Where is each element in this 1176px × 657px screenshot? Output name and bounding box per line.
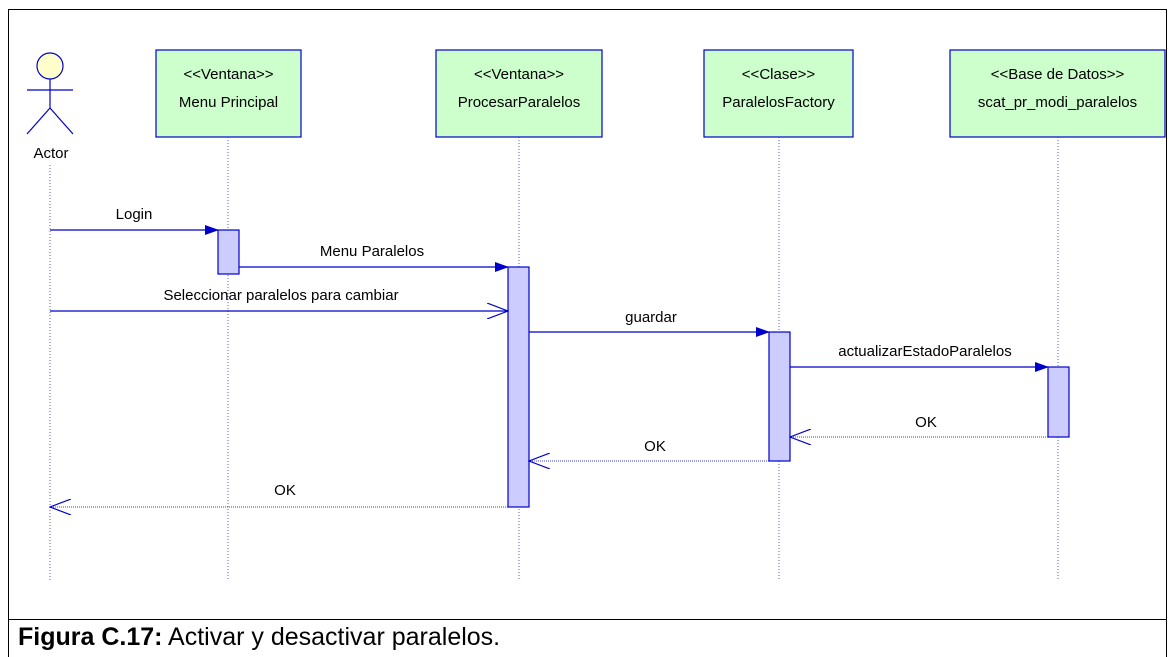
lifeline-stereotype: <<Ventana>> [183, 66, 273, 83]
lifeline-name: ProcesarParalelos [458, 94, 581, 111]
activation-base-de-datos [1047, 366, 1070, 438]
message-label-guardar: guardar [625, 309, 677, 326]
actor-figure [26, 52, 74, 135]
message-label-actualizar: actualizarEstadoParalelos [838, 343, 1011, 360]
lifeline-stereotype: <<Clase>> [742, 66, 816, 83]
return-label-db: OK [915, 414, 937, 431]
lifeline-stereotype: <<Ventana>> [474, 66, 564, 83]
return-label-factory: OK [644, 438, 666, 455]
message-label-seleccionar: Seleccionar paralelos para cambiar [163, 287, 398, 304]
caption-text: Activar y desactivar paralelos. [162, 623, 501, 651]
caption-prefix: Figura C.17: [18, 623, 163, 651]
lifeline-name: ParalelosFactory [722, 94, 835, 111]
actor-head [36, 52, 64, 80]
lifeline-base-de-datos: <<Base de Datos>> scat_pr_modi_paralelos [949, 49, 1166, 138]
message-label-menu-paralelos: Menu Paralelos [320, 243, 424, 260]
lifeline-name: Menu Principal [179, 94, 278, 111]
activation-paralelos-factory [768, 331, 791, 462]
lifeline-paralelos-factory: <<Clase>> ParalelosFactory [703, 49, 854, 138]
activation-menu-principal [217, 229, 240, 275]
caption-box [8, 619, 1167, 657]
return-label-actor: OK [274, 482, 296, 499]
lifeline-procesar-paralelos: <<Ventana>> ProcesarParalelos [435, 49, 603, 138]
lifeline-stereotype: <<Base de Datos>> [991, 66, 1125, 83]
diagram-frame [8, 9, 1167, 620]
figure-caption: Figura C.17: Activar y desactivar parale… [18, 623, 500, 652]
actor-label: Actor [33, 145, 68, 162]
lifeline-menu-principal: <<Ventana>> Menu Principal [155, 49, 302, 138]
message-label-login: Login [116, 206, 153, 223]
lifeline-name: scat_pr_modi_paralelos [978, 94, 1137, 111]
activation-procesar-paralelos [507, 266, 530, 508]
